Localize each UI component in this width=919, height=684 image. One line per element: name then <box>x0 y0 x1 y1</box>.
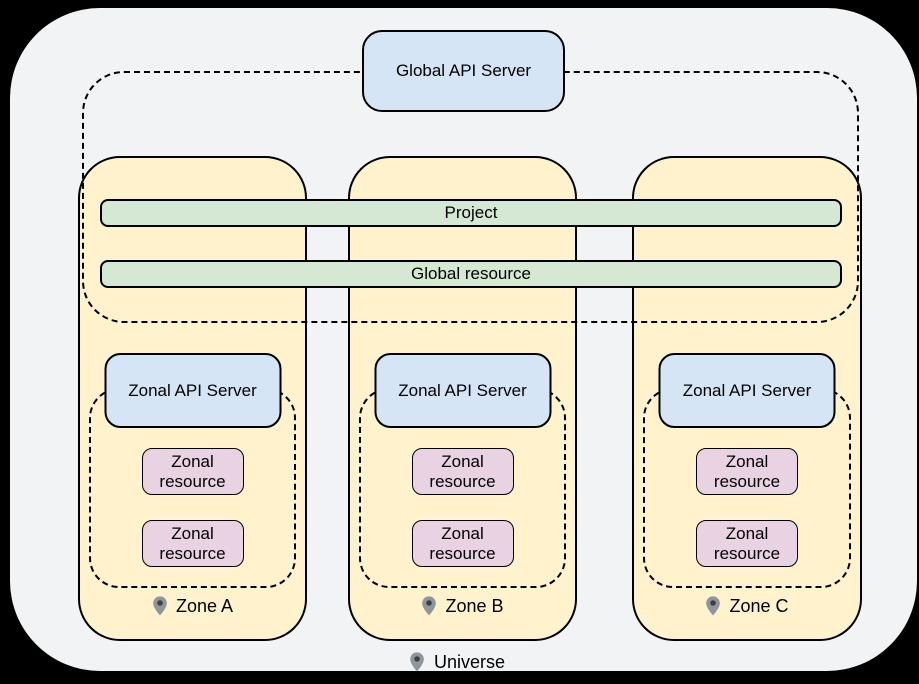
zone-c-label-row: Zone C <box>634 595 860 617</box>
universe-container: Zonal API Server Zonal resource Zonal re… <box>10 8 917 673</box>
zone-b-zonal-resource-2: Zonal resource <box>411 520 514 567</box>
location-pin-icon <box>153 596 167 616</box>
universe-label-row: Universe <box>409 651 505 673</box>
zone-b-zonal-resource-1: Zonal resource <box>411 448 514 495</box>
universe-label: Universe <box>434 651 506 672</box>
location-pin-icon <box>422 596 437 616</box>
zone-c-zonal-resource-2: Zonal resource <box>696 520 798 567</box>
zone-b-zonal-api-server-node: Zonal API Server <box>374 353 551 428</box>
zone-a-label-row: Zone A <box>80 595 305 617</box>
zone-a-zonal-resource-1: Zonal resource <box>141 448 244 495</box>
zone-c-label: Zone C <box>729 595 789 616</box>
zone-b-label: Zone B <box>445 595 504 616</box>
zone-b-label-row: Zone B <box>350 595 575 617</box>
zone-a-zonal-resource-2: Zonal resource <box>141 520 244 567</box>
zone-b-container: Zonal API Server Zonal resource Zonal re… <box>348 156 577 641</box>
global-api-server-node: Global API Server <box>362 30 565 112</box>
zone-a-zonal-api-server-node: Zonal API Server <box>104 353 281 428</box>
zone-c-container: Zonal API Server Zonal resource Zonal re… <box>632 156 862 641</box>
project-bar: Project <box>100 199 842 227</box>
location-pin-icon <box>410 652 424 672</box>
location-pin-icon <box>706 596 721 616</box>
zone-a-container: Zonal API Server Zonal resource Zonal re… <box>78 156 307 641</box>
zone-c-zonal-resource-1: Zonal resource <box>696 448 798 495</box>
zone-c-zonal-api-server-node: Zonal API Server <box>658 353 836 428</box>
zone-a-label: Zone A <box>175 595 234 616</box>
global-resource-bar: Global resource <box>100 260 842 288</box>
